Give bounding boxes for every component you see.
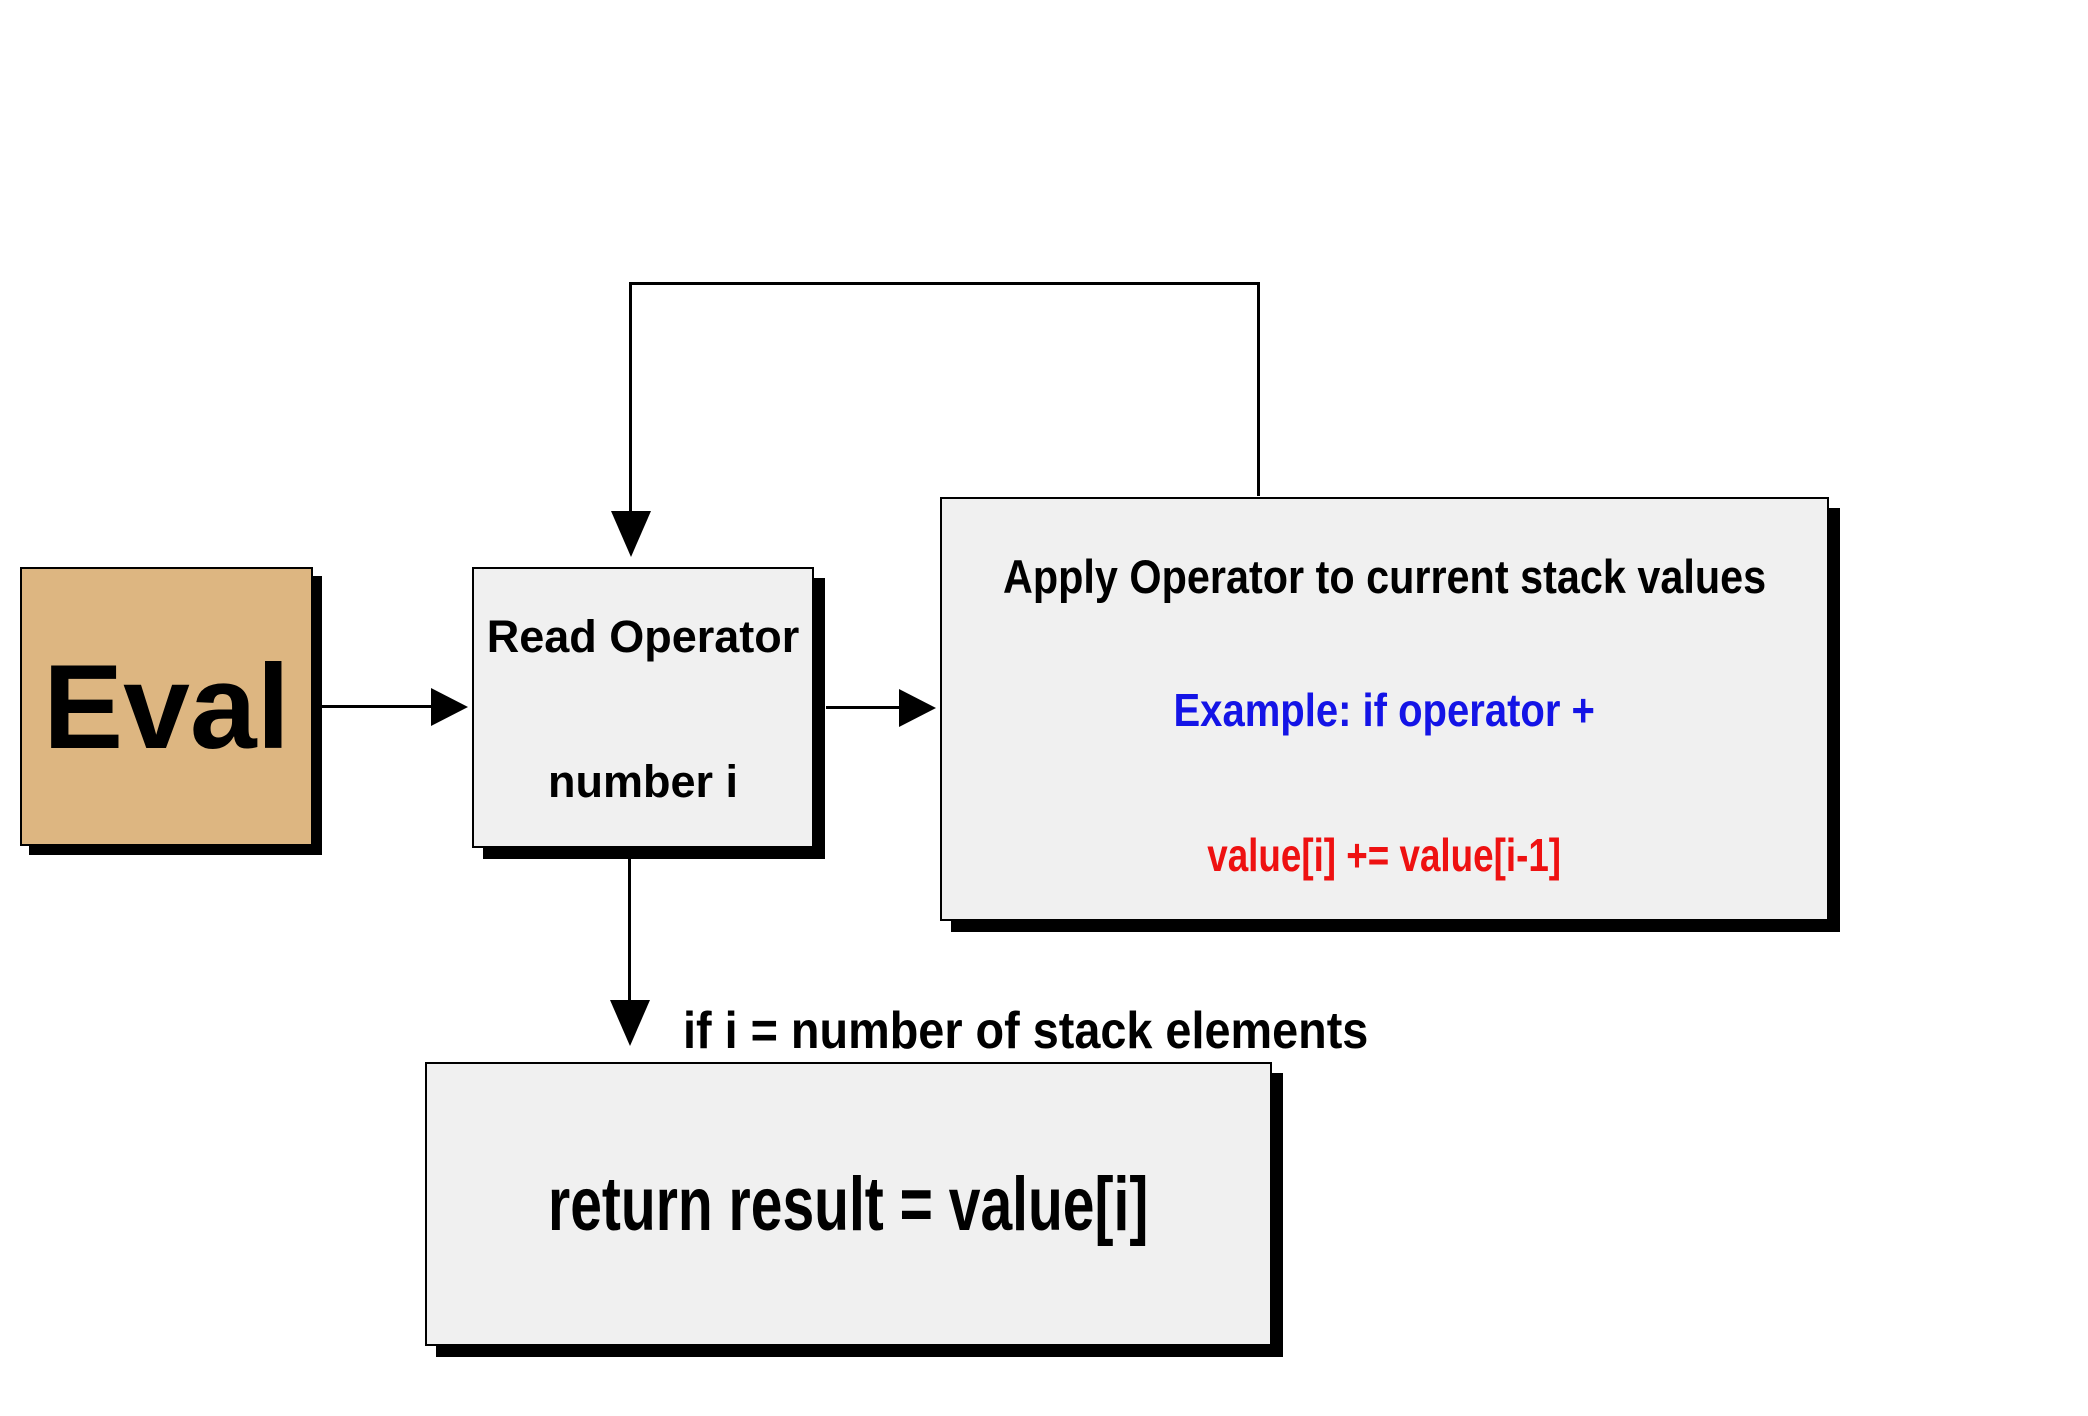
edge-read-to-apply-line (826, 706, 900, 709)
node-eval-label: Eval (43, 639, 290, 774)
edge-read-to-return-line (628, 852, 631, 1002)
read-operator-title: Read Operator (486, 611, 800, 662)
node-apply-operator: Apply Operator to current stack values E… (940, 497, 1829, 921)
apply-operator-operation-text: value[i] += value[i-1] (1207, 829, 1562, 881)
apply-operator-operation: value[i] += value[i-1] (942, 828, 1827, 882)
loop-arrowhead-icon (611, 511, 651, 557)
loop-line-left (629, 282, 632, 512)
return-result-label-text: return result = value[i] (548, 1161, 1149, 1247)
node-eval: Eval (20, 567, 313, 846)
edge-eval-to-read-arrowhead-icon (431, 688, 468, 726)
read-operator-subtitle: number i (547, 756, 739, 807)
edge-read-to-apply-arrowhead-icon (899, 689, 936, 727)
edge-read-to-return-arrowhead-icon (610, 1000, 650, 1046)
loop-line-top (629, 282, 1260, 285)
node-return-result: return result = value[i] (425, 1062, 1272, 1346)
apply-operator-example-text: Example: if operator + (1173, 684, 1596, 736)
apply-operator-title: Apply Operator to current stack values (942, 550, 1827, 604)
return-result-label: return result = value[i] (448, 1161, 1248, 1248)
node-read-operator: Read Operator number i (472, 567, 814, 848)
condition-label: if i = number of stack elements (683, 1002, 1444, 1060)
condition-label-text: if i = number of stack elements (683, 1002, 1369, 1060)
loop-line-right (1257, 282, 1260, 496)
edge-eval-to-read-line (322, 705, 432, 708)
apply-operator-title-text: Apply Operator to current stack values (1002, 550, 1767, 603)
apply-operator-example: Example: if operator + (942, 683, 1827, 737)
